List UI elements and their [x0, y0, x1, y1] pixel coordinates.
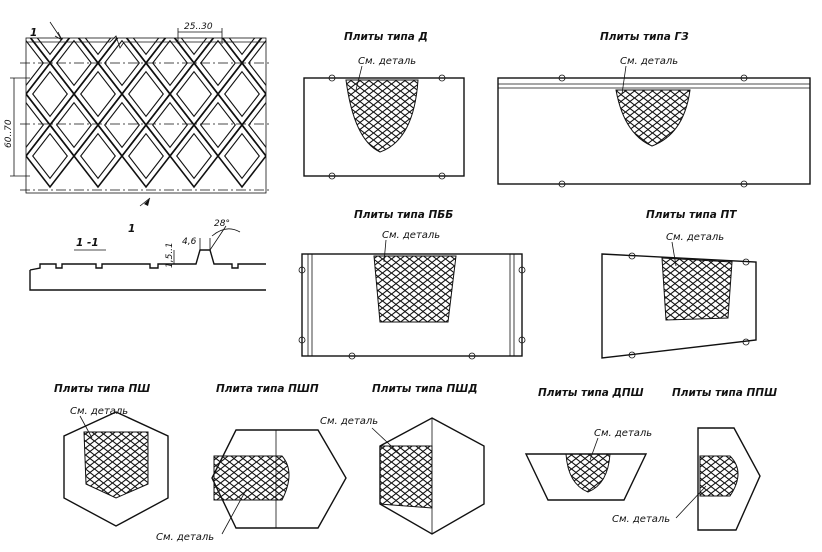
- rib-rhombus: [32, 70, 68, 118]
- rib-rhombus: [120, 123, 172, 189]
- rib-rhombus: [26, 123, 76, 189]
- rib-rhombus: [273, 72, 308, 117]
- rib-rhombus: [104, 39, 140, 87]
- rib-rhombus: [224, 132, 260, 180]
- rib-rhombus: [152, 39, 188, 87]
- detail-label-pshp: См. деталь: [156, 532, 214, 543]
- rib-rhombus: [168, 123, 220, 189]
- rib-rhombus: [240, 38, 266, 96]
- rib-rhombus: [32, 132, 68, 180]
- panel-type-pshd: Плиты типа ПШД См. деталь: [320, 383, 485, 535]
- panel-type-pshp: Плита типа ПШП См. деталь: [156, 383, 347, 543]
- rib-rhombus: [273, 10, 308, 55]
- rib-rhombus: [264, 92, 266, 96]
- detail-label-psh: См. деталь: [70, 406, 128, 417]
- rib-rhombus: [290, 94, 338, 156]
- cell-height-dim: 60..70: [4, 119, 14, 148]
- rib-rhombus: [0, 1, 26, 63]
- section-mark-top: 1: [30, 27, 37, 39]
- rib-rhombus: [84, 38, 112, 56]
- rib-rhombus: [216, 123, 266, 189]
- detail-label-ppsh: См. деталь: [612, 514, 670, 525]
- rib-rhombus: [26, 101, 44, 149]
- rib-width-dim: 4,6: [182, 237, 197, 247]
- rib-rhombus: [26, 38, 52, 96]
- rib-rhombus: [248, 101, 266, 149]
- section-title: 1 -1: [76, 237, 99, 249]
- rib-rhombus: [240, 92, 266, 158]
- rib-rhombus: [80, 70, 116, 118]
- rib-rhombus: [248, 39, 266, 87]
- rib-rhombus: [264, 154, 266, 158]
- rib-rhombus: [26, 39, 44, 87]
- rib-rhombus: [56, 39, 92, 87]
- rib-rhombus: [26, 92, 52, 158]
- rib-rhombus: [180, 38, 208, 56]
- rib-rhombus: [72, 123, 124, 189]
- panel-title-dpsh: Плиты типа ДПШ: [538, 387, 644, 399]
- rib-rhombus: [80, 132, 116, 180]
- panel-title-ppsh: Плиты типа ППШ: [672, 387, 777, 399]
- rib-pattern-detail: 1 25..30 60..70: [0, 1, 362, 207]
- rib-rhombus: [297, 103, 332, 148]
- rib-rhombus: [290, 32, 338, 94]
- rib-rhombus: [36, 38, 64, 56]
- panel-title-d: Плиты типа Д: [344, 31, 428, 43]
- panel-type-d: Плиты типа Д См. деталь: [303, 31, 465, 180]
- rib-rhombus: [152, 101, 188, 149]
- panel-title-pshp: Плита типа ПШП: [216, 383, 319, 395]
- rhombic-ribs: [0, 1, 362, 189]
- rib-pitch-dim: 25..30: [184, 22, 213, 32]
- rib-rhombus: [176, 70, 212, 118]
- rib-rhombus: [104, 101, 140, 149]
- rib-rhombus: [0, 94, 2, 156]
- rib-rhombus: [56, 101, 92, 149]
- rib-rhombus: [128, 132, 164, 180]
- rib-rhombus: [0, 10, 19, 55]
- rib-rhombus: [132, 38, 160, 56]
- section-mark-bottom: 1: [128, 223, 135, 235]
- panel-title-pbb: Плиты типа ПББ: [354, 209, 453, 221]
- detail-label-pbb: См. деталь: [382, 230, 440, 241]
- rib-height-dim: 1,5..1: [165, 242, 175, 268]
- rib-rhombus: [224, 70, 260, 118]
- rib-rhombus: [314, 125, 362, 187]
- rib-angle-dim: 28°: [214, 219, 230, 229]
- rib-rhombus: [26, 92, 28, 96]
- detail-label-d: См. деталь: [358, 56, 416, 67]
- rib-rhombus: [321, 134, 356, 179]
- rib-rhombus: [128, 70, 164, 118]
- panel-title-pshd: Плиты типа ПШД: [372, 383, 478, 395]
- detail-label-pshd: См. деталь: [320, 416, 378, 427]
- panel-title-pt: Плиты типа ПТ: [646, 209, 737, 221]
- panel-title-psh: Плиты типа ПШ: [54, 383, 150, 395]
- rib-rhombus: [176, 132, 212, 180]
- panel-type-pt: Плиты типа ПТ См. деталь: [601, 209, 757, 359]
- rib-rhombus: [228, 38, 256, 56]
- rib-rhombus: [0, 32, 2, 94]
- panel-type-psh: Плиты типа ПШ См. деталь: [54, 383, 169, 527]
- detail-label-dpsh: См. деталь: [594, 428, 652, 439]
- panel-type-dpsh: Плиты типа ДПШ См. деталь: [524, 387, 652, 501]
- detail-label-pt: См. деталь: [666, 232, 724, 243]
- break-line: [26, 35, 266, 49]
- panel-title-gz: Плиты типа ГЗ: [600, 31, 689, 43]
- rib-rhombus: [273, 134, 308, 179]
- rib-rhombus: [200, 39, 236, 87]
- panel-type-ppsh: Плиты типа ППШ См. деталь: [612, 387, 777, 531]
- rib-rhombus: [266, 1, 314, 63]
- section-1-1: 1 1 -1 4,6 1,5..1 28°: [29, 219, 266, 291]
- rib-rhombus: [200, 101, 236, 149]
- panel-type-gz: Плиты типа ГЗ См. деталь: [497, 31, 811, 188]
- panel-type-pbb: Плиты типа ПББ См. деталь: [298, 209, 526, 360]
- detail-label-gz: См. деталь: [620, 56, 678, 67]
